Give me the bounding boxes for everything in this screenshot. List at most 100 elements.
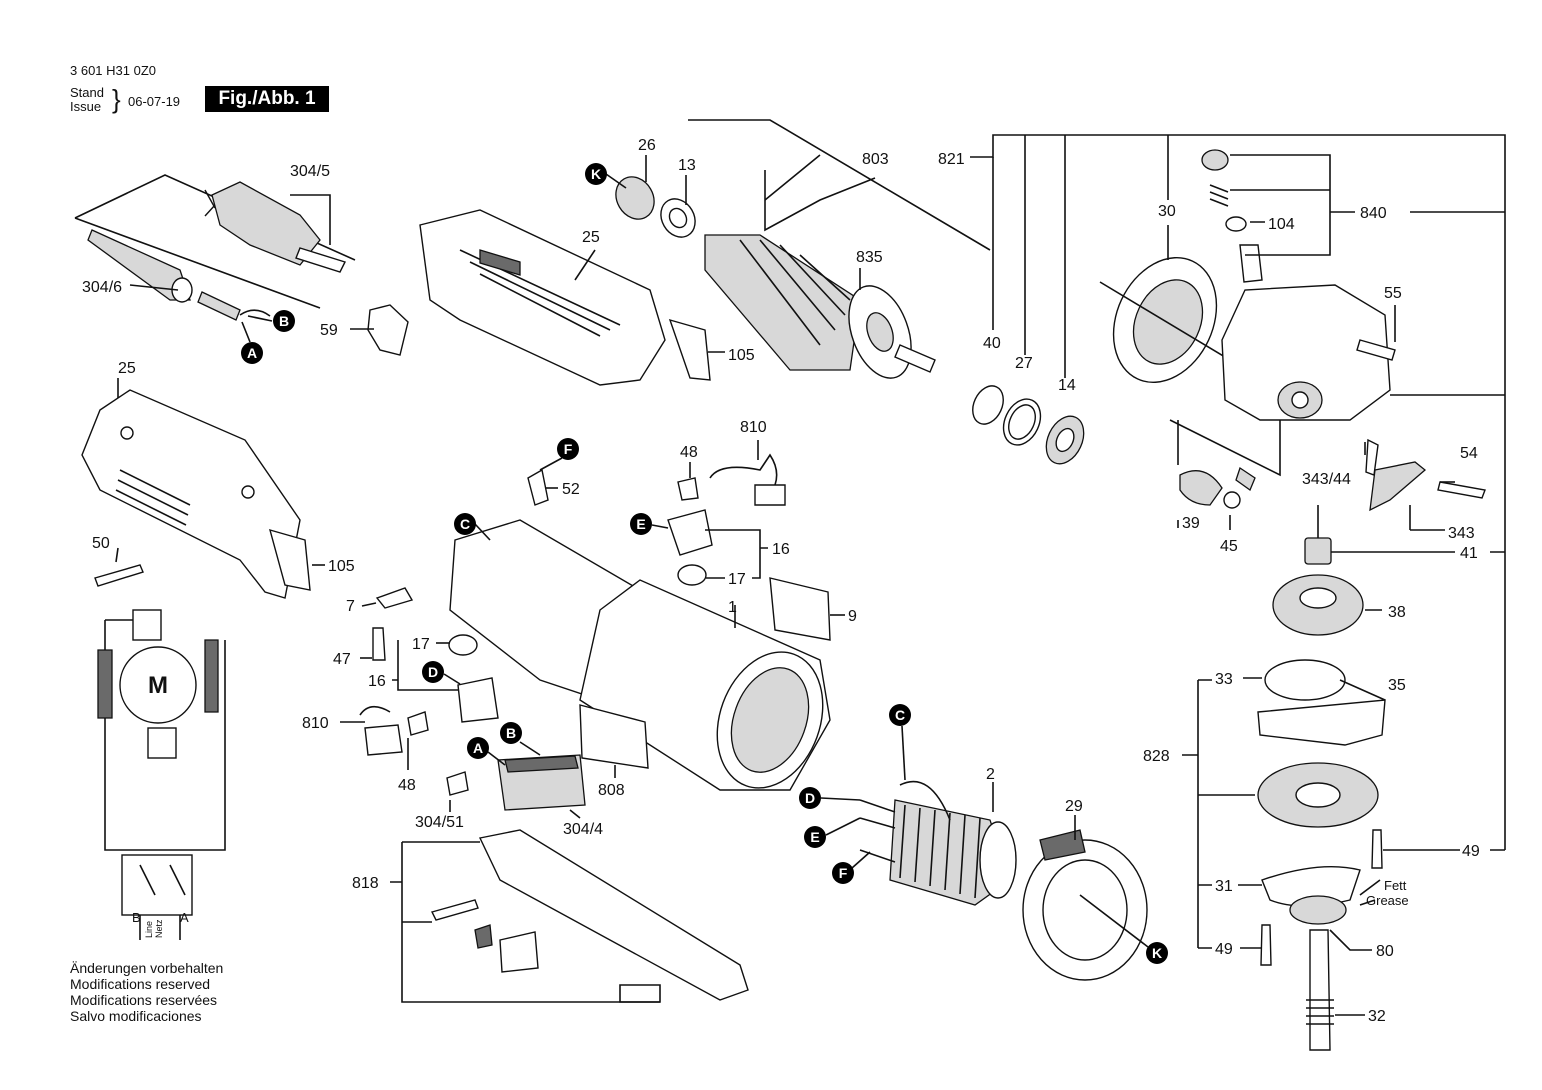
- schematic-wires: [104, 619, 226, 851]
- armature-group: [615, 176, 936, 379]
- part-835-armature: [704, 234, 861, 371]
- callout-a-switch: A: [467, 737, 506, 766]
- grease-label-grease: Grease: [1366, 893, 1409, 908]
- fan-guide-tab: [1039, 829, 1086, 861]
- label-54: 54: [1460, 445, 1478, 462]
- label-31: 31: [1215, 878, 1233, 895]
- leader-35: [1339, 679, 1386, 701]
- leader-821-840: [970, 134, 1506, 850]
- plug-frame-line: [74, 217, 321, 309]
- callout-circle: [241, 342, 263, 364]
- part-810-brush-left: [364, 724, 403, 756]
- label-13: 13: [678, 157, 696, 174]
- label-26: 26: [638, 137, 656, 154]
- note-line-4: Salvo modificaciones: [70, 1008, 202, 1024]
- part-818-slide: [478, 829, 749, 1001]
- leader-304-6: [129, 284, 179, 291]
- part-d-brush-holder: [457, 677, 499, 723]
- callout-letter: A: [473, 740, 483, 756]
- part-e-brush-holder: [667, 509, 713, 556]
- part-7-clip: [375, 587, 414, 609]
- callout-letter: F: [839, 865, 848, 881]
- grease-label-fett: Fett: [1384, 878, 1407, 893]
- part-45-nut: [1223, 491, 1241, 509]
- slide-pin: [430, 899, 479, 921]
- leader-304-4: [569, 809, 581, 819]
- switch-slide-group: [430, 829, 749, 1003]
- housing-hole: [120, 426, 134, 440]
- label-810-left: 810: [302, 715, 329, 732]
- label-30: 30: [1158, 203, 1176, 220]
- note-line-1: Änderungen vorbehalten: [70, 960, 224, 976]
- leader-343: [1409, 505, 1445, 531]
- label-2: 2: [986, 766, 995, 783]
- plug-pins-icon: [204, 189, 216, 217]
- callout-circle: [585, 163, 607, 185]
- callout-circle: [467, 737, 489, 759]
- label-39: 39: [1182, 515, 1200, 532]
- label-50: 50: [92, 535, 110, 552]
- callout-c-field: C: [889, 704, 911, 781]
- part-35-ring: [1264, 659, 1346, 701]
- part-59-button: [367, 304, 409, 356]
- leader-7: [361, 602, 377, 607]
- stand-label: Stand: [70, 85, 104, 100]
- housing-vent-slot: [479, 249, 521, 276]
- label-105-top: [668, 318, 711, 381]
- leader-41: [1317, 505, 1505, 553]
- label-17-left: 17: [412, 636, 430, 653]
- label-104: 104: [1268, 216, 1295, 233]
- part-80-flange: [1289, 895, 1347, 925]
- callout-c-housing: C: [454, 513, 491, 541]
- label-835: 835: [856, 249, 883, 266]
- motor-symbol: [119, 646, 197, 724]
- leader-828: [1182, 679, 1255, 948]
- part-26-bearing-cap: [615, 176, 655, 220]
- switch-contacts: [139, 864, 186, 896]
- part-39-pinion: [1179, 470, 1223, 506]
- label-821: 821: [938, 151, 965, 168]
- callout-circle: [832, 862, 854, 884]
- label-840: 840: [1360, 205, 1387, 222]
- label-9: 9: [848, 608, 857, 625]
- fan-guide-inner: [1042, 859, 1128, 961]
- label-343: 343: [1448, 525, 1475, 542]
- callout-letter: B: [506, 725, 516, 741]
- callout-letter: K: [591, 166, 601, 182]
- field-end: [979, 821, 1017, 899]
- part-30-frame: [1099, 281, 1281, 477]
- label-803: 803: [862, 151, 889, 168]
- leader-50: [115, 547, 119, 563]
- part-304-51-screw: [446, 771, 469, 796]
- gear-housing: [1221, 284, 1391, 421]
- callout-circle: [799, 787, 821, 809]
- part-49-screw-right: [1371, 829, 1383, 869]
- label-27: 27: [1015, 355, 1033, 372]
- motor-housing-group: [449, 453, 831, 791]
- brace-glyph: }: [112, 84, 121, 114]
- label-14: 14: [1058, 377, 1076, 394]
- label-38: 38: [1388, 604, 1406, 621]
- callout-b-switch: B: [500, 722, 541, 756]
- part-808-label: [579, 704, 649, 769]
- gear-housing-bore: [1291, 391, 1309, 409]
- leader-835: [764, 170, 876, 232]
- leader-80: [1329, 929, 1372, 951]
- label-29: 29: [1065, 798, 1083, 815]
- label-49-left: 49: [1215, 941, 1233, 958]
- bearing-inner: [1055, 427, 1075, 453]
- part-33-gasket: [1257, 699, 1386, 746]
- plug-strain-relief: [295, 247, 346, 273]
- callout-e-field: E: [804, 817, 861, 848]
- part-47-screw: [372, 627, 386, 661]
- plug-group: [74, 174, 356, 321]
- part-54-screw: [1437, 481, 1486, 499]
- spring-clip: [1235, 466, 1256, 492]
- slide-label: [619, 984, 661, 1003]
- part-55-screw: [1356, 339, 1396, 361]
- label-808: 808: [598, 782, 625, 799]
- bevel-gear-hub: [1299, 587, 1337, 609]
- part-40-circlip: [972, 385, 1004, 425]
- label-343-44: 343/44: [1302, 471, 1351, 488]
